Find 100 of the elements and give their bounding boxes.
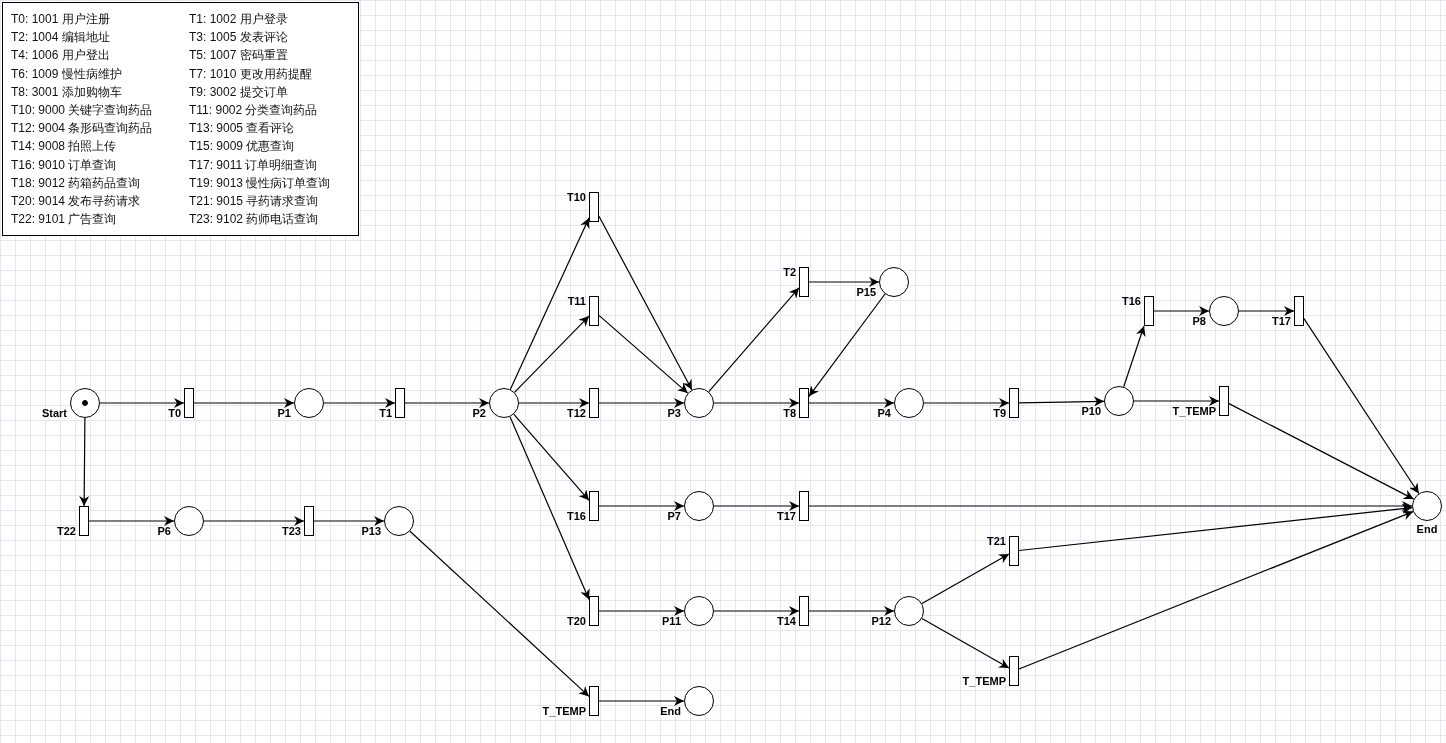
arrow: [713, 606, 800, 616]
arrow: [598, 215, 693, 391]
transition-label: T0: [168, 407, 181, 419]
legend-entry: T21: 9015 寻药请求查询: [189, 194, 319, 208]
place-label: Start: [41, 407, 67, 419]
place-label: P11: [662, 615, 681, 627]
legend-entry: T20: 9014 发布寻药请求: [11, 194, 141, 208]
place-label: P6: [157, 525, 171, 537]
arrow: [509, 416, 590, 600]
arrow: [513, 413, 590, 501]
arrow: [1238, 306, 1295, 316]
place-label: P1: [277, 407, 291, 419]
place-label: P13: [361, 525, 381, 537]
legend-entry: T4: 1006 用户登出: [11, 48, 110, 63]
arrow: [713, 501, 800, 511]
place-label: P7: [667, 510, 681, 522]
legend-entry: T5: 1007 密码重置: [189, 48, 288, 63]
legend-entry: T0: 1001 用户注册: [11, 12, 110, 26]
arrow: [409, 530, 590, 697]
arrow: [313, 516, 385, 526]
place-label: P3: [667, 407, 681, 419]
place-label: P12: [871, 615, 891, 627]
transition-label: T23: [282, 525, 301, 537]
legend-entry: T16: 9010 订单查询: [11, 157, 117, 172]
transition-label: T1: [379, 407, 392, 419]
place-label: P2: [472, 407, 486, 419]
legend-entry: T2: 1004 编辑地址: [11, 30, 110, 45]
legend-entry: T1: 1002 用户登录: [189, 12, 288, 26]
place-label: End: [1416, 523, 1438, 535]
transition-label: T10: [567, 191, 586, 203]
legend-entry: T10: 9000 关键字查询药品: [11, 103, 153, 117]
arrow: [513, 315, 590, 393]
transition-label: T17: [1272, 315, 1291, 327]
legend-entry: T17: 9011 订单明细查询: [189, 157, 318, 172]
legend-entry: T22: 9101 广告查询: [11, 212, 117, 227]
transition-label: T_TEMP: [1172, 405, 1216, 417]
arrow: [88, 516, 175, 526]
legend-entry: T12: 9004 条形码查询药品: [11, 121, 153, 136]
legend-entry: T7: 1010 更改用药提醒: [189, 66, 312, 81]
legend-entry: T3: 1005 发表评论: [189, 30, 288, 45]
arrow: [708, 287, 800, 393]
arrow: [598, 314, 689, 394]
arrow: [598, 501, 685, 511]
arrow: [1018, 510, 1414, 670]
arrow: [921, 553, 1010, 605]
transition-label: T14: [777, 615, 796, 627]
place-label: P10: [1081, 405, 1101, 417]
legend-entry: T23: 9102 药师电话查询: [189, 212, 319, 227]
arrow: [518, 398, 590, 408]
transition-label: T2: [783, 266, 796, 278]
transition-label: T16: [1122, 295, 1141, 307]
transition-label: T20: [567, 615, 586, 627]
arrow: [193, 398, 295, 408]
legend-panel: [2, 2, 359, 236]
arrow: [598, 696, 685, 706]
place-label: P8: [1192, 315, 1206, 327]
arrow: [99, 398, 185, 408]
transition-label: T11: [567, 295, 586, 307]
place-label: P4: [877, 407, 891, 419]
arrow: [808, 293, 886, 397]
arrow: [598, 398, 685, 408]
legend-entry: T18: 9012 药箱药品查询: [11, 175, 141, 190]
transition-label: T9: [993, 407, 1006, 419]
transition-label: T16: [567, 510, 586, 522]
arrow: [79, 417, 90, 507]
arrow: [1228, 403, 1415, 500]
transition-label: T_TEMP: [962, 675, 1006, 687]
legend-entry: T15: 9009 优惠查询: [189, 139, 295, 154]
transition-label: T17: [777, 510, 796, 522]
legend-entry: T8: 3001 添加购物车: [11, 84, 122, 99]
place-label: End: [660, 705, 681, 717]
arrow: [203, 516, 305, 526]
transition-label: T_TEMP: [542, 705, 586, 717]
legend-entry: T14: 9008 拍照上传: [11, 139, 117, 154]
arrow: [1018, 503, 1413, 552]
arrow: [1303, 318, 1420, 495]
arrow: [509, 217, 590, 390]
legend-entry: T19: 9013 慢性病订单查询: [189, 175, 331, 190]
arrow: [1133, 396, 1220, 406]
transition-label: T12: [567, 407, 586, 419]
legend-entry: T9: 3002 提交订单: [189, 84, 288, 99]
transition-label: T8: [783, 407, 796, 419]
arrow: [921, 617, 1010, 669]
arrow: [1018, 396, 1105, 407]
arrow: [404, 398, 490, 408]
arrow: [808, 398, 895, 408]
arrow: [1153, 306, 1210, 316]
transition-label: T22: [57, 525, 76, 537]
legend-entry: T13: 9005 查看评论: [189, 121, 295, 136]
arrow: [598, 606, 685, 616]
arrow: [808, 501, 1413, 511]
transition-label: T21: [987, 535, 1006, 547]
arrow: [323, 398, 396, 408]
place-label: P15: [856, 286, 876, 298]
arrow: [1123, 325, 1146, 388]
legend-entry: T6: 1009 慢性病维护: [11, 66, 122, 81]
arrow: [713, 398, 800, 408]
legend-entry: T11: 9002 分类查询药品: [189, 103, 318, 117]
arrow: [808, 606, 895, 616]
arrow: [808, 277, 880, 287]
